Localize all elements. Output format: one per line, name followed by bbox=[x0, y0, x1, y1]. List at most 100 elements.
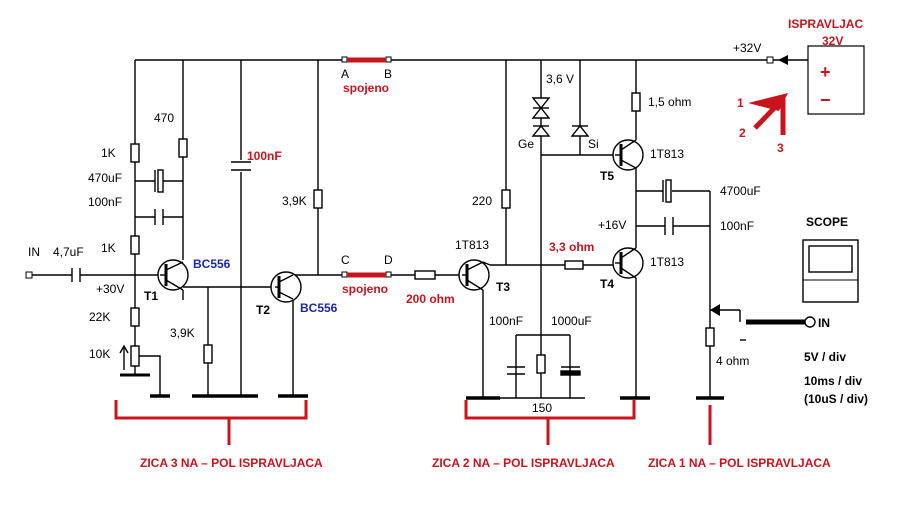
capacitor-100nf-red bbox=[231, 160, 251, 172]
capacitor-470uf bbox=[154, 169, 164, 193]
c-input-label: 4,7uF bbox=[53, 245, 84, 259]
resistor-3-9k-collector bbox=[313, 189, 323, 209]
scope-tdiv: 10ms / div bbox=[804, 374, 862, 388]
t3-type-label: 1T813 bbox=[455, 238, 489, 252]
resistor-470 bbox=[178, 138, 188, 158]
transistor-t4 bbox=[612, 247, 644, 279]
resistor-220 bbox=[501, 189, 511, 209]
diode-si bbox=[570, 124, 590, 137]
supply-voltage: 32V bbox=[822, 34, 843, 48]
supply-title: ISPRAVLJAC bbox=[788, 17, 863, 31]
transistor-t5 bbox=[612, 139, 644, 171]
r-1-5-label: 1,5 ohm bbox=[648, 95, 691, 109]
t2-type-label: BC556 bbox=[300, 301, 338, 315]
link-d-label: D bbox=[384, 253, 393, 267]
capacitor-input bbox=[71, 268, 81, 282]
r-3-9k-e-label: 3,9K bbox=[170, 326, 195, 340]
scope-title: SCOPE bbox=[806, 215, 848, 229]
t4-label: T4 bbox=[600, 277, 614, 291]
t5-type-label: 1T813 bbox=[650, 147, 684, 161]
caption-wire-1: ZICA 1 NA – POL ISPRAVLJACA bbox=[648, 456, 831, 470]
rail-voltage-label: +32V bbox=[733, 41, 761, 55]
c-100nf-b-label: 100nF bbox=[489, 314, 523, 328]
t2-label: T2 bbox=[256, 303, 270, 317]
wires bbox=[30, 59, 808, 399]
supply-minus: − bbox=[820, 90, 831, 110]
transistor-t2 bbox=[270, 271, 302, 303]
pot-wiper bbox=[119, 344, 161, 396]
link-cd-text: spojeno bbox=[342, 282, 388, 296]
ground-bars bbox=[150, 394, 724, 400]
r-470-label: 470 bbox=[154, 111, 174, 125]
capacitor-100nf-out bbox=[664, 217, 674, 235]
r-3-3-label: 3,3 ohm bbox=[549, 240, 594, 254]
resistor-1-5-ohm bbox=[631, 92, 641, 112]
capacitor-4700uf bbox=[662, 179, 672, 203]
v30-label: +30V bbox=[96, 282, 124, 296]
diode-ge bbox=[531, 124, 551, 137]
resistor-200-ohm bbox=[414, 270, 436, 280]
t1-label: T1 bbox=[144, 289, 158, 303]
c-4700uf-label: 4700uF bbox=[720, 184, 761, 198]
scope-icon bbox=[802, 239, 859, 303]
r-220-label: 220 bbox=[472, 194, 492, 208]
resistor-3-3-ohm bbox=[564, 260, 584, 270]
c-100nf-red-label: 100nF bbox=[247, 149, 282, 163]
c-100nf-a-label: 100nF bbox=[88, 195, 122, 209]
resistor-22k bbox=[130, 307, 140, 327]
jumper-ab bbox=[341, 56, 392, 63]
marker-1: 1 bbox=[737, 96, 744, 110]
r-22k-label: 22K bbox=[89, 310, 110, 324]
t3-label: T3 bbox=[496, 280, 510, 294]
r-150-label: 150 bbox=[532, 401, 552, 415]
resistor-150 bbox=[536, 354, 546, 374]
marker-2: 2 bbox=[739, 126, 746, 140]
caption-brackets bbox=[114, 400, 712, 445]
c-470uf-label: 470uF bbox=[88, 171, 122, 185]
jumper-cd bbox=[341, 271, 392, 278]
rail-arrow bbox=[778, 55, 788, 65]
input-label: IN bbox=[28, 245, 40, 259]
link-a-label: A bbox=[341, 67, 349, 81]
v16-label: +16V bbox=[598, 218, 626, 232]
caption-wire-2: ZICA 2 NA – POL ISPRAVLJACA bbox=[432, 456, 615, 470]
capacitor-1000uf bbox=[560, 366, 581, 376]
r-1k-b-label: 1K bbox=[101, 241, 116, 255]
supply-box bbox=[807, 45, 865, 115]
t4-type-label: 1T813 bbox=[650, 255, 684, 269]
input-terminal bbox=[25, 271, 33, 279]
t1-type-label: BC556 bbox=[193, 257, 231, 271]
zener-label: 3,6 V bbox=[546, 72, 574, 86]
supply-plus: + bbox=[820, 62, 831, 82]
resistor-4-ohm bbox=[705, 327, 715, 347]
capacitor-100nf-a bbox=[154, 209, 164, 225]
capacitor-100nf-b bbox=[507, 366, 525, 375]
ge-label: Ge bbox=[518, 137, 534, 151]
link-ab-text: spojeno bbox=[343, 81, 389, 95]
r-4ohm-label: 4 ohm bbox=[716, 354, 749, 368]
c-100nf-out-label: 100nF bbox=[720, 219, 754, 233]
scope-in-connector bbox=[804, 316, 816, 328]
r-200-label: 200 ohm bbox=[406, 292, 455, 306]
transistor-t1 bbox=[157, 259, 189, 291]
resistor-1k-a bbox=[130, 143, 140, 163]
caption-wire-3: ZICA 3 NA – POL ISPRAVLJACA bbox=[140, 456, 323, 470]
c-1000uf-label: 1000uF bbox=[551, 314, 592, 328]
zener-diode bbox=[531, 97, 551, 119]
link-c-label: C bbox=[341, 253, 350, 267]
polarity-arrowhead bbox=[748, 93, 788, 111]
link-b-label: B bbox=[384, 67, 392, 81]
transistor-t3 bbox=[458, 259, 491, 291]
resistor-1k-b bbox=[130, 235, 140, 255]
pot-10k-label: 10K bbox=[89, 347, 110, 361]
resistor-3-9k-emitter bbox=[203, 344, 213, 364]
r-1k-a-label: 1K bbox=[101, 146, 116, 160]
si-label: Si bbox=[588, 137, 599, 151]
probe-arrow bbox=[710, 304, 720, 316]
marker-3: 3 bbox=[777, 141, 784, 155]
scope-in-label: IN bbox=[818, 316, 830, 330]
t5-label: T5 bbox=[600, 169, 614, 183]
scope-vdiv: 5V / div bbox=[804, 350, 846, 364]
potentiometer-10k bbox=[130, 345, 140, 367]
